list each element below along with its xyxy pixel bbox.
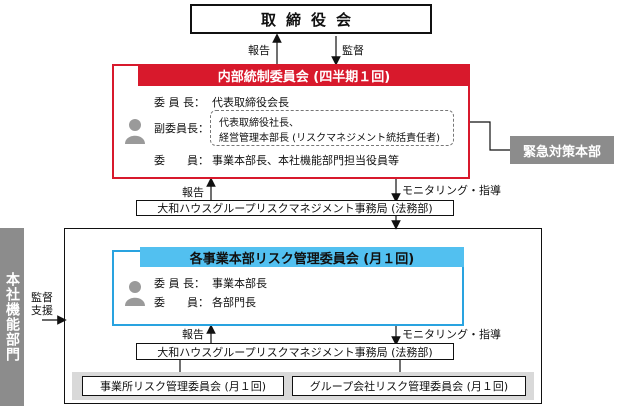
vice-chair-dashed-box: 代表取締役社長、 経営管理本部長 (リスクマネジメント統括責任者) bbox=[210, 110, 454, 146]
division-frame bbox=[64, 228, 542, 404]
hq-functions-label: 本社機能部門 bbox=[4, 272, 20, 362]
members-value-1: 事業本部長、本社機能部門担当役員等 bbox=[212, 154, 399, 167]
office-risk-committee: 事業所リスク管理委員会 (月１回) bbox=[82, 376, 284, 396]
supervise-label-2: 監督 bbox=[31, 291, 53, 304]
support-label: 支援 bbox=[31, 304, 53, 317]
risk-office-1: 大和ハウスグループリスクマネジメント事務局 (法務部) bbox=[136, 200, 454, 216]
emergency-link bbox=[470, 121, 510, 151]
person-icon bbox=[124, 118, 146, 144]
board-of-directors: 取締役会 bbox=[190, 4, 432, 34]
chair-value-1: 代表取締役会長 bbox=[212, 96, 289, 109]
internal-committee-title: 内部統制委員会 (四半期１回) bbox=[138, 64, 470, 86]
supervise-label-1: 監督 bbox=[342, 44, 364, 57]
vice-chair-value-2: 経営管理本部長 (リスクマネジメント統括責任者) bbox=[219, 133, 440, 144]
vice-chair-label: 副委員長： bbox=[154, 122, 209, 135]
monitoring-label-2: モニタリング・指導 bbox=[402, 328, 501, 341]
emergency-hq: 緊急対策本部 bbox=[510, 136, 614, 164]
chair-label-1: 委 員 長： bbox=[154, 96, 205, 109]
members-label-2: 委 員： bbox=[154, 296, 209, 309]
hq-functions-bar: 本社機能部門 bbox=[0, 228, 24, 406]
vice-chair-value-1: 代表取締役社長、 bbox=[219, 118, 299, 129]
members-label-1: 委 員： bbox=[154, 154, 209, 167]
chair-value-2: 事業本部長 bbox=[212, 277, 267, 290]
person-icon bbox=[124, 280, 146, 306]
monitoring-label-1: モニタリング・指導 bbox=[402, 184, 501, 197]
group-risk-committee: グループ会社リスク管理委員会 (月１回) bbox=[292, 376, 526, 396]
division-committee-title: 各事業本部リスク管理委員会 (月１回) bbox=[140, 247, 464, 267]
report-label-3: 報告 bbox=[182, 328, 204, 341]
report-label-1: 報告 bbox=[248, 44, 270, 57]
report-label-2: 報告 bbox=[182, 186, 204, 199]
members-value-2: 各部門長 bbox=[212, 296, 256, 309]
risk-office-2: 大和ハウスグループリスクマネジメント事務局 (法務部) bbox=[136, 343, 454, 360]
chair-label-2: 委 員 長： bbox=[154, 277, 205, 290]
